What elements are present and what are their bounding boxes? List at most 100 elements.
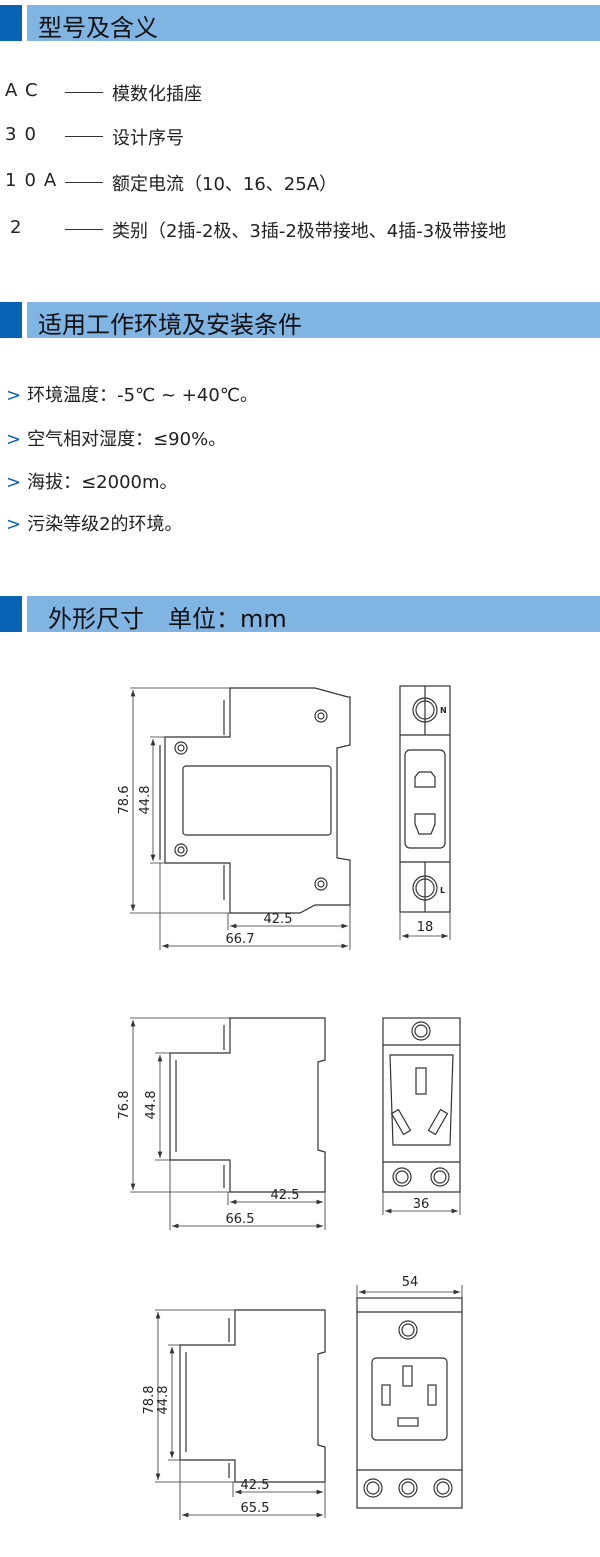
dash xyxy=(65,136,103,137)
outline-shape xyxy=(412,697,438,723)
header-marker xyxy=(0,5,22,41)
dim-width: 54 xyxy=(402,1275,419,1290)
model-desc: 额定电流（10、16、25A） xyxy=(112,174,338,195)
dim-depth-a: 42.5 xyxy=(241,1478,270,1493)
dimension-line xyxy=(356,1285,463,1298)
dash xyxy=(65,229,103,230)
socket-slot-icon xyxy=(415,1067,427,1095)
outline-shape xyxy=(371,1357,448,1441)
outline-shape xyxy=(356,1297,463,1509)
outline-shape xyxy=(177,846,185,854)
dim-height: 78.8 xyxy=(142,1386,157,1415)
section-title: 型号及含义 xyxy=(38,14,158,42)
terminal-mark-l: L xyxy=(440,886,445,895)
header-bar xyxy=(27,596,600,632)
socket-slot-icon xyxy=(427,1108,449,1136)
condition-text: 环境温度：-5℃ ~ +40℃。 xyxy=(27,385,258,406)
dim-inner: 44.8 xyxy=(138,786,153,815)
screw-icon xyxy=(314,709,328,723)
condition-text: 污染等级2的环境。 xyxy=(27,514,183,535)
outline-shape xyxy=(159,700,225,900)
terminal-mark-n: N xyxy=(440,706,447,715)
outline-shape xyxy=(392,1167,412,1187)
condition-item: >污染等级2的环境。 xyxy=(6,510,183,536)
dim-depth-b: 66.5 xyxy=(226,1212,255,1227)
dim-width: 36 xyxy=(413,1197,430,1212)
model-code: 10A xyxy=(5,170,65,191)
model-code: 2 xyxy=(10,217,30,238)
condition-item: >海拔：≤2000m。 xyxy=(6,468,178,494)
dash xyxy=(65,182,103,183)
screw-icon xyxy=(174,741,188,755)
front-view-2: 36 xyxy=(382,1017,461,1215)
section-title: 适用工作环境及安装条件 xyxy=(38,311,302,339)
dim-height: 76.8 xyxy=(117,1091,132,1120)
outline-shape xyxy=(400,686,450,912)
condition-item: >空气相对湿度：≤90%。 xyxy=(6,425,226,451)
outline-shape xyxy=(317,712,325,720)
header-bar xyxy=(27,302,600,338)
header-marker xyxy=(0,302,22,338)
screw-icon xyxy=(174,843,188,857)
outline-shape xyxy=(430,1167,450,1187)
header-marker xyxy=(0,596,22,632)
header-bar xyxy=(27,5,600,41)
outline-shape xyxy=(401,1323,415,1337)
model-desc: 模数化插座 xyxy=(112,84,202,105)
model-desc: 设计序号 xyxy=(112,128,184,149)
section-title: 外形尺寸 单位：mm xyxy=(48,605,287,633)
outline-shape xyxy=(169,1017,326,1193)
chevron-right-icon: > xyxy=(6,385,22,406)
model-code: AC xyxy=(5,80,46,101)
dash xyxy=(65,92,103,93)
outline-shape xyxy=(401,1481,415,1495)
outline-shape xyxy=(174,741,188,755)
outline-shape xyxy=(363,1478,383,1498)
front-view-1: N L 18 xyxy=(399,685,451,940)
outline-shape xyxy=(357,1311,462,1471)
chevron-right-icon: > xyxy=(6,472,22,493)
outline-shape xyxy=(317,880,325,888)
side-view-2: 76.8 44.8 42.5 66.5 xyxy=(117,1017,326,1230)
socket-slot-icon xyxy=(402,1365,413,1387)
socket-slot-icon xyxy=(390,1108,412,1136)
outline-shape xyxy=(395,1170,409,1184)
outline-shape xyxy=(366,1481,380,1495)
outline-shape xyxy=(177,744,185,752)
outline-shape xyxy=(398,1478,418,1498)
chevron-right-icon: > xyxy=(6,514,22,535)
front-view-3: 54 xyxy=(356,1275,463,1509)
outline-shape xyxy=(314,709,328,723)
condition-item: >环境温度：-5℃ ~ +40℃。 xyxy=(6,381,258,407)
outline-shape xyxy=(398,1320,418,1340)
outline-shape xyxy=(314,877,328,891)
condition-text: 空气相对湿度：≤90%。 xyxy=(27,429,227,450)
section-header-model: 型号及含义 xyxy=(0,5,600,42)
outline-shape xyxy=(179,1309,326,1483)
chevron-right-icon: > xyxy=(6,429,22,450)
outline-shape xyxy=(174,843,188,857)
outline-shape xyxy=(182,765,332,836)
side-view-1: 78.6 44.8 42.5 66.7 xyxy=(117,687,351,950)
section-header-dimensions: 外形尺寸 单位：mm xyxy=(0,596,600,633)
outline-shape xyxy=(415,878,435,898)
condition-text: 海拔：≤2000m。 xyxy=(27,472,178,493)
outline-shape xyxy=(175,1025,225,1188)
model-code: 30 xyxy=(5,124,44,145)
outline-shape xyxy=(412,875,438,901)
socket-slot-icon xyxy=(397,1417,419,1427)
model-desc: 类别（2插-2极、3插-2极带接地、4插-3极带接地 xyxy=(112,221,507,242)
dim-depth-b: 66.7 xyxy=(226,932,255,947)
socket-slot-icon xyxy=(427,1384,437,1406)
outline-shape xyxy=(404,749,446,849)
socket-slot-icon xyxy=(414,771,436,835)
dim-depth-a: 42.5 xyxy=(271,1188,300,1203)
outline-shape xyxy=(382,1017,461,1193)
outline-shape xyxy=(433,1170,447,1184)
dimension-line xyxy=(382,1192,461,1215)
outline-shape xyxy=(415,700,435,720)
outline-shape xyxy=(433,1478,453,1498)
dim-depth-b: 65.5 xyxy=(241,1501,270,1516)
outline-shape xyxy=(436,1481,450,1495)
